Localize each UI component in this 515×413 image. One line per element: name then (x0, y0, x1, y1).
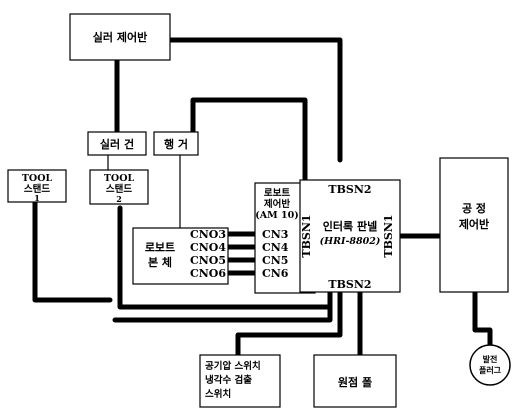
air-switch-line3: 스위치 (205, 388, 231, 400)
connector-cno6: CNO6 (190, 267, 226, 280)
wire-process-plug (472, 289, 493, 348)
air-switch-line1: 공기압 스위치 (205, 360, 261, 372)
connector-bars (225, 231, 260, 276)
plug-circle (469, 344, 511, 386)
weld-pole-label: 원점 폴 (338, 375, 372, 389)
robot-controller-line2: 제어반 (264, 198, 290, 210)
wire-sealer-panel-interlock (165, 37, 343, 163)
tool-stand-1-line2: 스탠드 (24, 183, 50, 195)
wire-interlock-air (235, 289, 343, 358)
robot-body-box (132, 227, 229, 285)
wire-bottom-loop (112, 289, 333, 323)
connector-cno3: CNO3 (190, 228, 226, 241)
tool-stand-1-box (7, 169, 67, 203)
hanger-box (153, 131, 199, 156)
robot-body-line2: 본 체 (148, 255, 172, 269)
interlock-panel-line2: (HRI-8802) (320, 236, 381, 247)
tbsn2-bottom-label: TBSN2 (328, 278, 371, 291)
connector-cno4: CNO4 (190, 241, 226, 254)
tbsn2-top-label: TBSN2 (328, 183, 371, 196)
plug-line1: 발전 (483, 354, 498, 364)
tool-stand-2-line2: 스탠드 (106, 183, 132, 195)
robot-body-line1: 로보트 (145, 241, 175, 254)
sealer-panel-label: 실러 제어반 (93, 30, 147, 44)
wire-tool-stand-2 (117, 205, 333, 310)
connector-cn4: CN4 (262, 241, 289, 254)
sealer-gun-box (87, 131, 147, 156)
interlock-panel-box (299, 179, 401, 293)
process-panel-box (439, 157, 509, 293)
robot-controller-line3: (AM 10) (255, 210, 298, 221)
process-panel-line1: 공 정 (462, 201, 486, 215)
process-panel-line2: 제어반 (459, 217, 489, 231)
air-switch-box (199, 354, 281, 408)
tool-stand-1-line1: TOOL (22, 173, 53, 184)
weld-pole-box (313, 354, 397, 408)
plug-line2: 플러그 (479, 365, 502, 375)
connector-cn3: CN3 (262, 228, 288, 241)
robot-controller-line1: 로보트 (264, 188, 290, 199)
tool-stand-2-line3: 2 (116, 194, 122, 204)
connector-cn6: CN6 (262, 267, 289, 280)
connector-cno5: CNO5 (190, 254, 226, 267)
sealer-panel-box (69, 13, 171, 61)
tool-stand-1-line3: 1 (34, 193, 40, 203)
tbsn1-right-label: TBSN1 (382, 214, 395, 257)
air-switch-line2: 냉각수 검출 (205, 374, 252, 386)
wire-tool-stand-1 (32, 199, 113, 303)
interlock-panel-line1: 인터록 판넬 (323, 219, 377, 233)
wiring (32, 37, 493, 358)
tbsn1-left-label: TBSN1 (300, 214, 313, 257)
connector-cn5: CN5 (262, 254, 288, 267)
hanger-label: 행 거 (164, 137, 188, 151)
tool-stand-2-box (89, 169, 149, 205)
sealer-gun-label: 실러 건 (100, 137, 134, 151)
wire-hanger-loop (190, 97, 308, 188)
tool-stand-2-line1: TOOL (104, 173, 135, 184)
